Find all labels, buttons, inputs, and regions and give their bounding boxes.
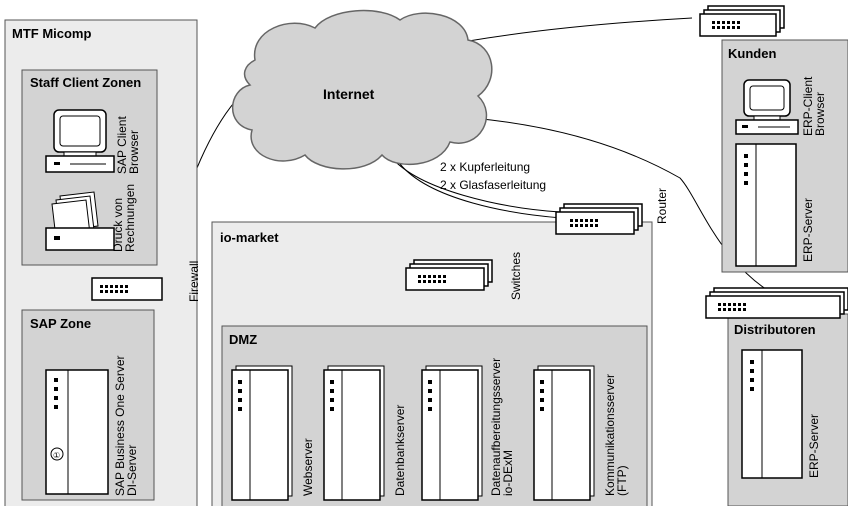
staff-client-title: Staff Client Zonen xyxy=(30,75,141,90)
router-icon xyxy=(555,203,643,235)
sap-business-one-server-icon xyxy=(45,369,109,495)
erp-client-label: ERP-Client Browser xyxy=(801,73,827,136)
link-fiber-label: 2 x Glasfaserleitung xyxy=(440,178,546,192)
printer-icon xyxy=(45,191,115,251)
datenaufbereitungsserver-icon xyxy=(421,365,483,501)
sap-zone-title: SAP Zone xyxy=(30,316,91,331)
sap-client-pc-icon xyxy=(45,109,115,173)
datenbankserver-label: Datenbankserver xyxy=(393,405,407,496)
webserver-icon xyxy=(231,365,293,501)
distributoren-switch-icon xyxy=(705,287,848,319)
kunden-erp-server-icon xyxy=(735,143,797,267)
link-copper-label: 2 x Kupferleitung xyxy=(440,160,530,174)
webserver-label: Webserver xyxy=(301,438,315,496)
kunden-title: Kunden xyxy=(728,46,776,61)
datenbankserver-icon xyxy=(323,365,385,501)
dmz-title: DMZ xyxy=(229,332,257,347)
print-label: Druck von Rechnungen xyxy=(111,184,137,252)
kommunikationsserver-icon xyxy=(533,365,595,501)
firewall-icon xyxy=(91,277,163,301)
distributoren-title: Distributoren xyxy=(734,322,816,337)
router-label: Router xyxy=(655,188,669,224)
distributoren-erp-server-icon xyxy=(741,349,803,479)
io-market-title: io-market xyxy=(220,230,279,245)
kommunikationsserver-label: Kommunikationsserver (FTP) xyxy=(603,371,629,496)
kunden-erp-server-label: ERP-Server xyxy=(801,198,815,262)
erp-client-pc-icon xyxy=(735,79,799,135)
datenaufbereitungsserver-label: Datenaufbereitungsserver io-DExM xyxy=(489,355,515,496)
firewall-label: Firewall xyxy=(187,261,201,302)
sap-client-label: SAP Client Browser xyxy=(115,113,141,174)
distributoren-erp-server-label: ERP-Server xyxy=(807,414,821,478)
switches-icon xyxy=(405,259,493,291)
kunden-switch-icon xyxy=(699,5,785,37)
switches-label: Switches xyxy=(509,252,523,300)
internet-label: Internet xyxy=(323,86,375,102)
internet-cloud-icon xyxy=(231,9,493,170)
mtf-micomp-title: MTF Micomp xyxy=(12,26,91,41)
sap-server-label: SAP Business One Server DI-Server xyxy=(113,352,139,496)
sap-server-badge: ① xyxy=(53,451,60,460)
